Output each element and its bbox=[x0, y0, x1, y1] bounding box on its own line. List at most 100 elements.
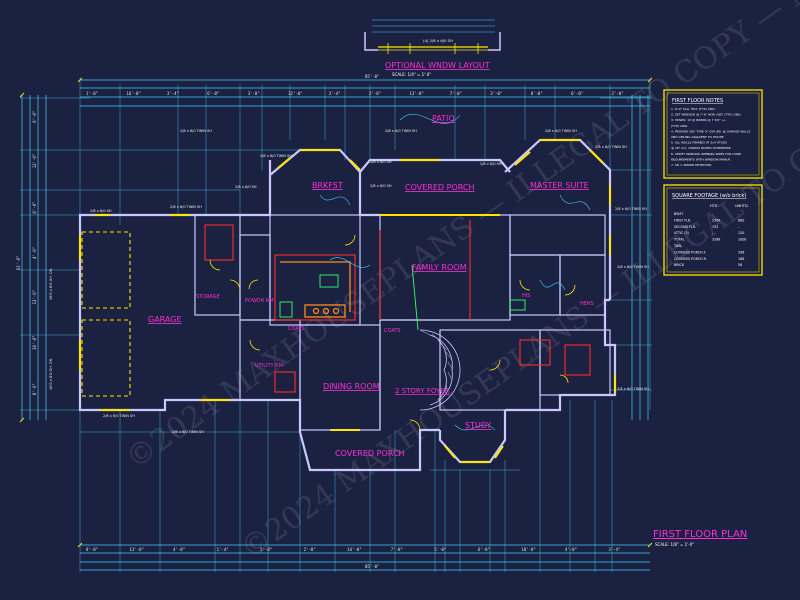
top-dimension-text: 3'-4" bbox=[167, 91, 179, 96]
door-swings bbox=[209, 234, 576, 431]
bottom-dimension-text: 14'-0" bbox=[347, 547, 361, 552]
window-label: 2/8 x 6/0 TWIN SH bbox=[385, 129, 417, 133]
window-label: 2/8 x 6/0 SH bbox=[235, 185, 257, 189]
window-label: 2/8 x 6/0 TWIN SH bbox=[260, 154, 292, 158]
window-label: 2/8 x 6/0 SH bbox=[370, 184, 392, 188]
dimension-text: 85'-0" 85'-0" 61'-0" 1'-0"16'-0"3'-4"6'-… bbox=[16, 74, 624, 569]
accent-walls bbox=[204, 220, 591, 393]
room-patio: PATIO bbox=[432, 114, 455, 123]
window-label: 2/8 x 6/0 TWIN SH bbox=[170, 205, 202, 209]
notes-line: AND CEILING ADJACENT TO HOUSE bbox=[671, 135, 724, 139]
stairs-and-fixtures bbox=[279, 264, 526, 331]
sqft-row-label: COVERED PORCH F. bbox=[674, 250, 706, 254]
dimension-lines bbox=[19, 77, 653, 572]
room-study: STUDY bbox=[465, 421, 492, 430]
side-dimension-text: 8'-0" bbox=[32, 383, 37, 395]
notes-line: 7. SD = SMOKE DETECTOR bbox=[671, 163, 711, 167]
bottom-dimension-segments: 8'-0"13'-0"4'-8"1'-4"5'-0"2'-8"14'-0"7'-… bbox=[86, 547, 621, 552]
sqft-row-heated: 2564 bbox=[712, 218, 720, 222]
window-label: 2/8 x 6/0 TWIN SH bbox=[595, 145, 627, 149]
sqft-row-heated: 3288 bbox=[712, 238, 720, 242]
overall-bottom-dimension: 85'-0" bbox=[365, 564, 379, 569]
windows bbox=[79, 139, 616, 463]
watermark: ©2024 MAXHOUSEPLANS — ILLEGAL TO COPY — … bbox=[120, 0, 800, 567]
sqft-row-unheated: 396 bbox=[738, 250, 744, 254]
garage-doors bbox=[81, 231, 131, 397]
sqft-row-heated: - bbox=[712, 231, 714, 235]
plan-title: FIRST FLOOR PLAN bbox=[653, 529, 747, 540]
window-label: 2/8 x 6/0 TWIN SH bbox=[103, 414, 135, 418]
room-covered-porch-rear: COVERED PORCH bbox=[405, 183, 474, 192]
window-label: 2/8 x 6/0 SH bbox=[90, 209, 112, 213]
window-label: 2/8 x 6/0 TWIN SH bbox=[172, 430, 204, 434]
overall-top-dimension: 85'-0" bbox=[365, 74, 379, 79]
sqft-row-unheated: - bbox=[738, 212, 740, 216]
top-dimension-text: 12'-0" bbox=[288, 91, 302, 96]
garage-door-label: 16'0 x 8'0 OH. DR. bbox=[49, 268, 53, 300]
bottom-dimension-text: 4'-0" bbox=[565, 547, 577, 552]
room-dining: DINING ROOM bbox=[323, 382, 380, 391]
optional-layout-scale: SCALE: 1/4" = 1'-0" bbox=[392, 72, 431, 77]
room-hers: HERS bbox=[580, 301, 594, 307]
sqft-row-heated: - bbox=[712, 212, 714, 216]
room-coats-2: COATS bbox=[384, 328, 401, 334]
plan-scale: SCALE: 1/8" = 1'-0" bbox=[655, 542, 694, 547]
side-dimension-text: 8'-0" bbox=[32, 202, 37, 214]
bottom-dimension-text: 4'-8" bbox=[173, 547, 185, 552]
top-dimension-text: 3'-0" bbox=[248, 91, 260, 96]
top-dimension-text: 3'-4" bbox=[329, 91, 341, 96]
kitchen-cabinets bbox=[280, 261, 351, 318]
room-his: HIS bbox=[522, 293, 530, 299]
sqft-col-unheated: UNHTD. bbox=[735, 204, 749, 208]
bottom-dimension-text: 3'-4" bbox=[608, 547, 620, 552]
sqft-row-heated: 724 bbox=[712, 225, 718, 229]
notes-line: 4. PROVIDE 5/8" TYPE 'X' GYP. BD. @ GARA… bbox=[671, 129, 750, 133]
room-powder: POWDR RM bbox=[245, 298, 274, 304]
sqft-row-label: TOTAL bbox=[673, 238, 685, 242]
notes-title: FIRST FLOOR NOTES bbox=[672, 98, 723, 104]
sqft-row-label: COVERED PORCH R. bbox=[674, 257, 707, 261]
top-dimension-text: 1'-0" bbox=[86, 91, 98, 96]
bottom-dimension-text: 6'-0" bbox=[478, 547, 490, 552]
notes-line: (TYP.) UNO. bbox=[671, 124, 688, 128]
window-label-texts: 2/8 x 6/0 TWIN SH 2/8 x 6/0 TWIN SH 2/8 … bbox=[49, 129, 649, 434]
window-label: 2/8 x 6/0 TWIN SH bbox=[617, 265, 649, 269]
square-footage-box: SQUARE FOOTAGE (w/o brick) HTD. UNHTD. B… bbox=[663, 184, 763, 276]
optional-layout-title: OPTIONAL WNDW LAYOUT bbox=[385, 61, 490, 70]
top-dimension-segments: 1'-0"16'-0"3'-4"6'-8"3'-0"12'-0"3'-4"2'-… bbox=[86, 91, 624, 96]
sqft-row-label: FIRST FLR. bbox=[674, 218, 691, 222]
notes-line: 1. 9'-0" CLG. HGT. (TYP.) UNO. bbox=[671, 107, 716, 111]
notes-line: @ 16" O.C. UNLESS NOTED OTHERWISE bbox=[671, 146, 731, 150]
bottom-dimension-text: 13'-0" bbox=[130, 547, 144, 552]
room-family-room: FAMILY ROOM bbox=[412, 263, 467, 272]
top-dimension-text: 7'-0" bbox=[450, 91, 462, 96]
room-foyer: 2 STORY FOYER bbox=[395, 387, 450, 395]
notes-lines: 1. 9'-0" CLG. HGT. (TYP.) UNO.2. SET WIN… bbox=[671, 107, 750, 167]
notes-line: 3. STAIRS: 13 @ RISERS @ 7 3/4" +/- bbox=[671, 118, 726, 122]
room-garage: GARAGE bbox=[148, 315, 182, 324]
room-master-suite: MASTER SUITE bbox=[530, 181, 589, 190]
sqft-row-unheated: 120 bbox=[738, 231, 744, 235]
bottom-dimension-text: 7'-0" bbox=[391, 547, 403, 552]
side-dimension-text: 10'-0" bbox=[32, 335, 37, 349]
top-dimension-text: 3'-0" bbox=[490, 91, 502, 96]
top-dimension-text: 6'-8" bbox=[207, 91, 219, 96]
side-dimension-text: 13'-0" bbox=[32, 290, 37, 304]
first-floor-notes-box: FIRST FLOOR NOTES 1. 9'-0" CLG. HGT. (TY… bbox=[663, 89, 763, 179]
bottom-dimension-text: 5'-0" bbox=[434, 547, 446, 552]
window-label: 2/8 x 6/0 TWIN SH bbox=[615, 207, 647, 211]
room-coats-1: COATS bbox=[288, 326, 305, 332]
window-label: 2/8 x 6/0 TWIN SH bbox=[545, 129, 577, 133]
side-dimension-text: 12'-0" bbox=[32, 154, 37, 168]
bottom-dimension-text: 2'-8" bbox=[304, 547, 316, 552]
room-utility: UTILITY RM bbox=[255, 363, 283, 369]
side-dimension-text: 4'-0" bbox=[32, 247, 37, 259]
sqft-row-label: TBSL bbox=[673, 244, 682, 248]
sqft-row-unheated: 880 bbox=[738, 218, 744, 222]
room-covered-porch-front: COVERED PORCH bbox=[335, 449, 404, 458]
plan-title-block: FIRST FLOOR PLAN SCALE: 1/8" = 1'-0" bbox=[653, 529, 747, 547]
optional-window-label: (4) 2/8 x 6/0 SH bbox=[423, 38, 453, 43]
